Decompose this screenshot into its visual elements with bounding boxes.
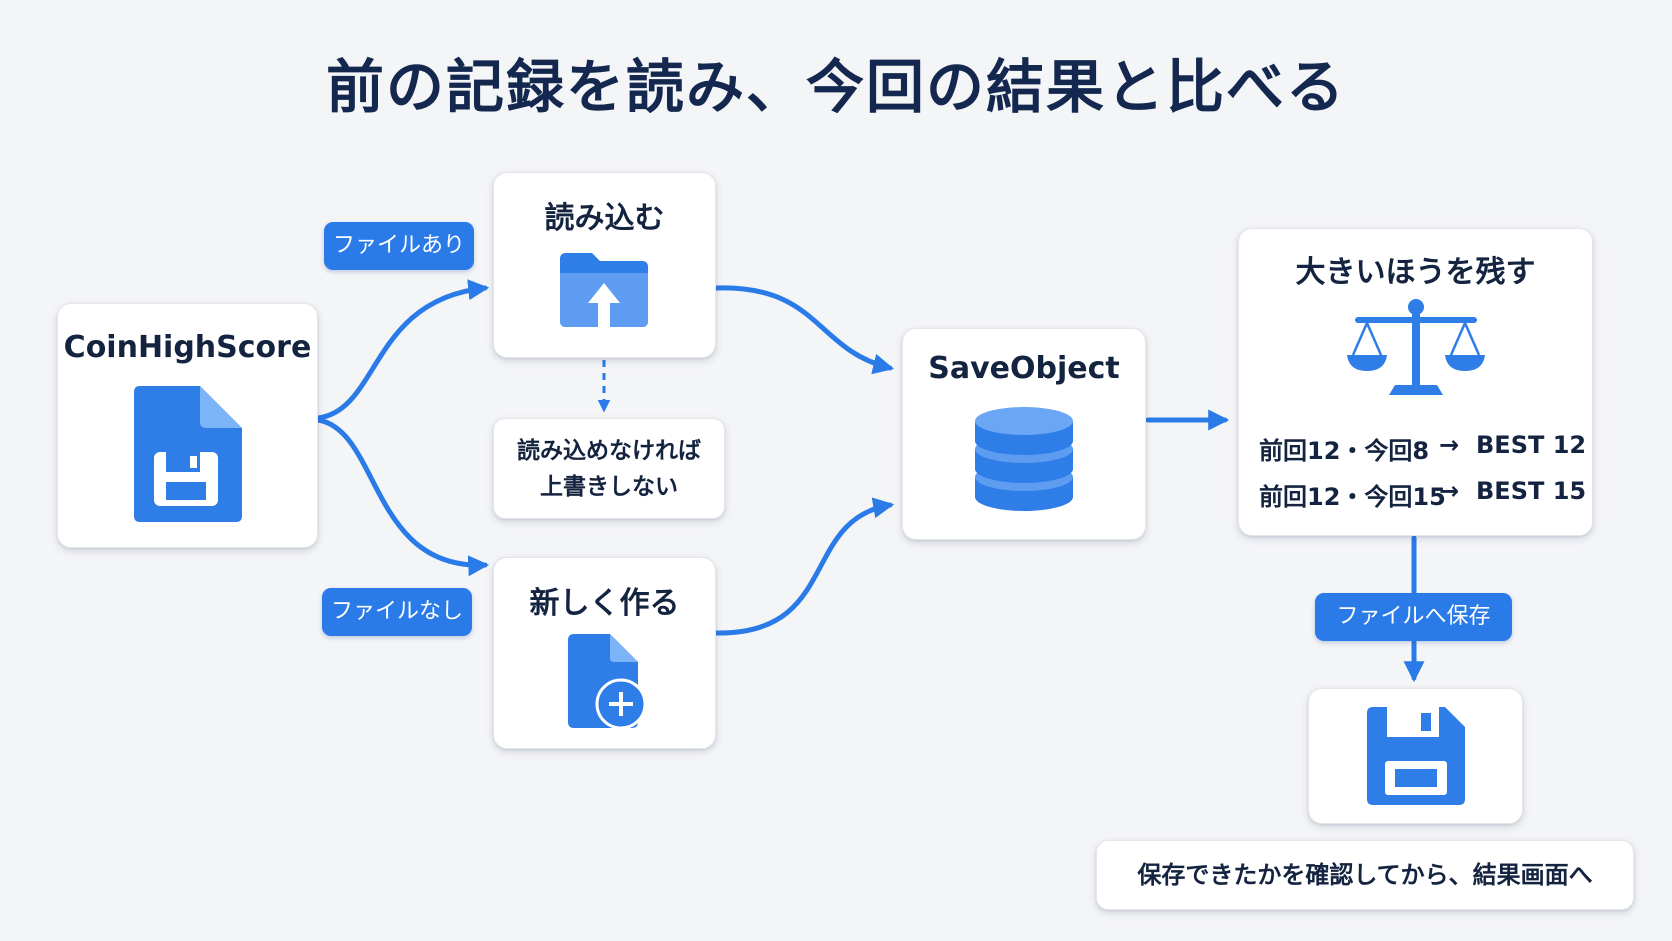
- compare-row-1-input: 前回12・今回8: [1259, 437, 1430, 465]
- balance-scale-icon: [1347, 299, 1485, 395]
- load-card: 読み込む: [493, 172, 716, 358]
- new-file-icon: [568, 634, 647, 730]
- load-fail-note: 読み込めなければ 上書きしない: [493, 418, 725, 519]
- save-card: [1308, 688, 1523, 824]
- database-icon: [975, 407, 1073, 511]
- saveobject-label: SaveObject: [928, 351, 1120, 386]
- save-to-file-label: ファイルへ保存: [1315, 593, 1512, 641]
- footer-note: 保存できたかを確認してから、結果画面へ: [1096, 840, 1634, 910]
- load-label: 読み込む: [544, 201, 665, 236]
- load-fail-line1: 読み込めなければ: [517, 438, 701, 464]
- compare-card: 大きいほうを残す 前回12・今回8 → BEST 12 前回12・今回15 → …: [1238, 228, 1593, 536]
- compare-row-2-arrow: →: [1439, 477, 1460, 505]
- load-fail-line2: 上書きしない: [540, 474, 678, 500]
- arrow-source-to-create: [315, 417, 490, 577]
- compare-row-1-arrow: →: [1439, 431, 1460, 459]
- save-file-icon: [134, 386, 242, 522]
- arrow-create-to-saveobject: [713, 497, 895, 636]
- branch-label-file-exists: ファイルあり: [324, 222, 474, 270]
- create-label: 新しく作る: [529, 586, 680, 621]
- footer-note-text: 保存できたかを確認してから、結果画面へ: [1137, 861, 1593, 889]
- source-card: CoinHighScore: [57, 303, 318, 548]
- compare-row-1-result: BEST 12: [1476, 431, 1587, 459]
- page-title: 前の記録を読み、今回の結果と比べる: [325, 53, 1346, 121]
- saveobject-card: SaveObject: [902, 328, 1146, 540]
- compare-label: 大きいほうを残す: [1295, 255, 1536, 290]
- arrow-source-to-load: [315, 279, 490, 421]
- branch-label-file-missing: ファイルなし: [322, 588, 472, 636]
- arrow-load-to-saveobject: [713, 285, 895, 375]
- floppy-disk-icon: [1367, 707, 1465, 805]
- create-card: 新しく作る: [493, 557, 716, 749]
- folder-upload-icon: [560, 253, 648, 329]
- compare-row-2-result: BEST 15: [1476, 477, 1587, 505]
- source-label: CoinHighScore: [63, 330, 312, 365]
- compare-row-2-input: 前回12・今回15: [1259, 483, 1446, 511]
